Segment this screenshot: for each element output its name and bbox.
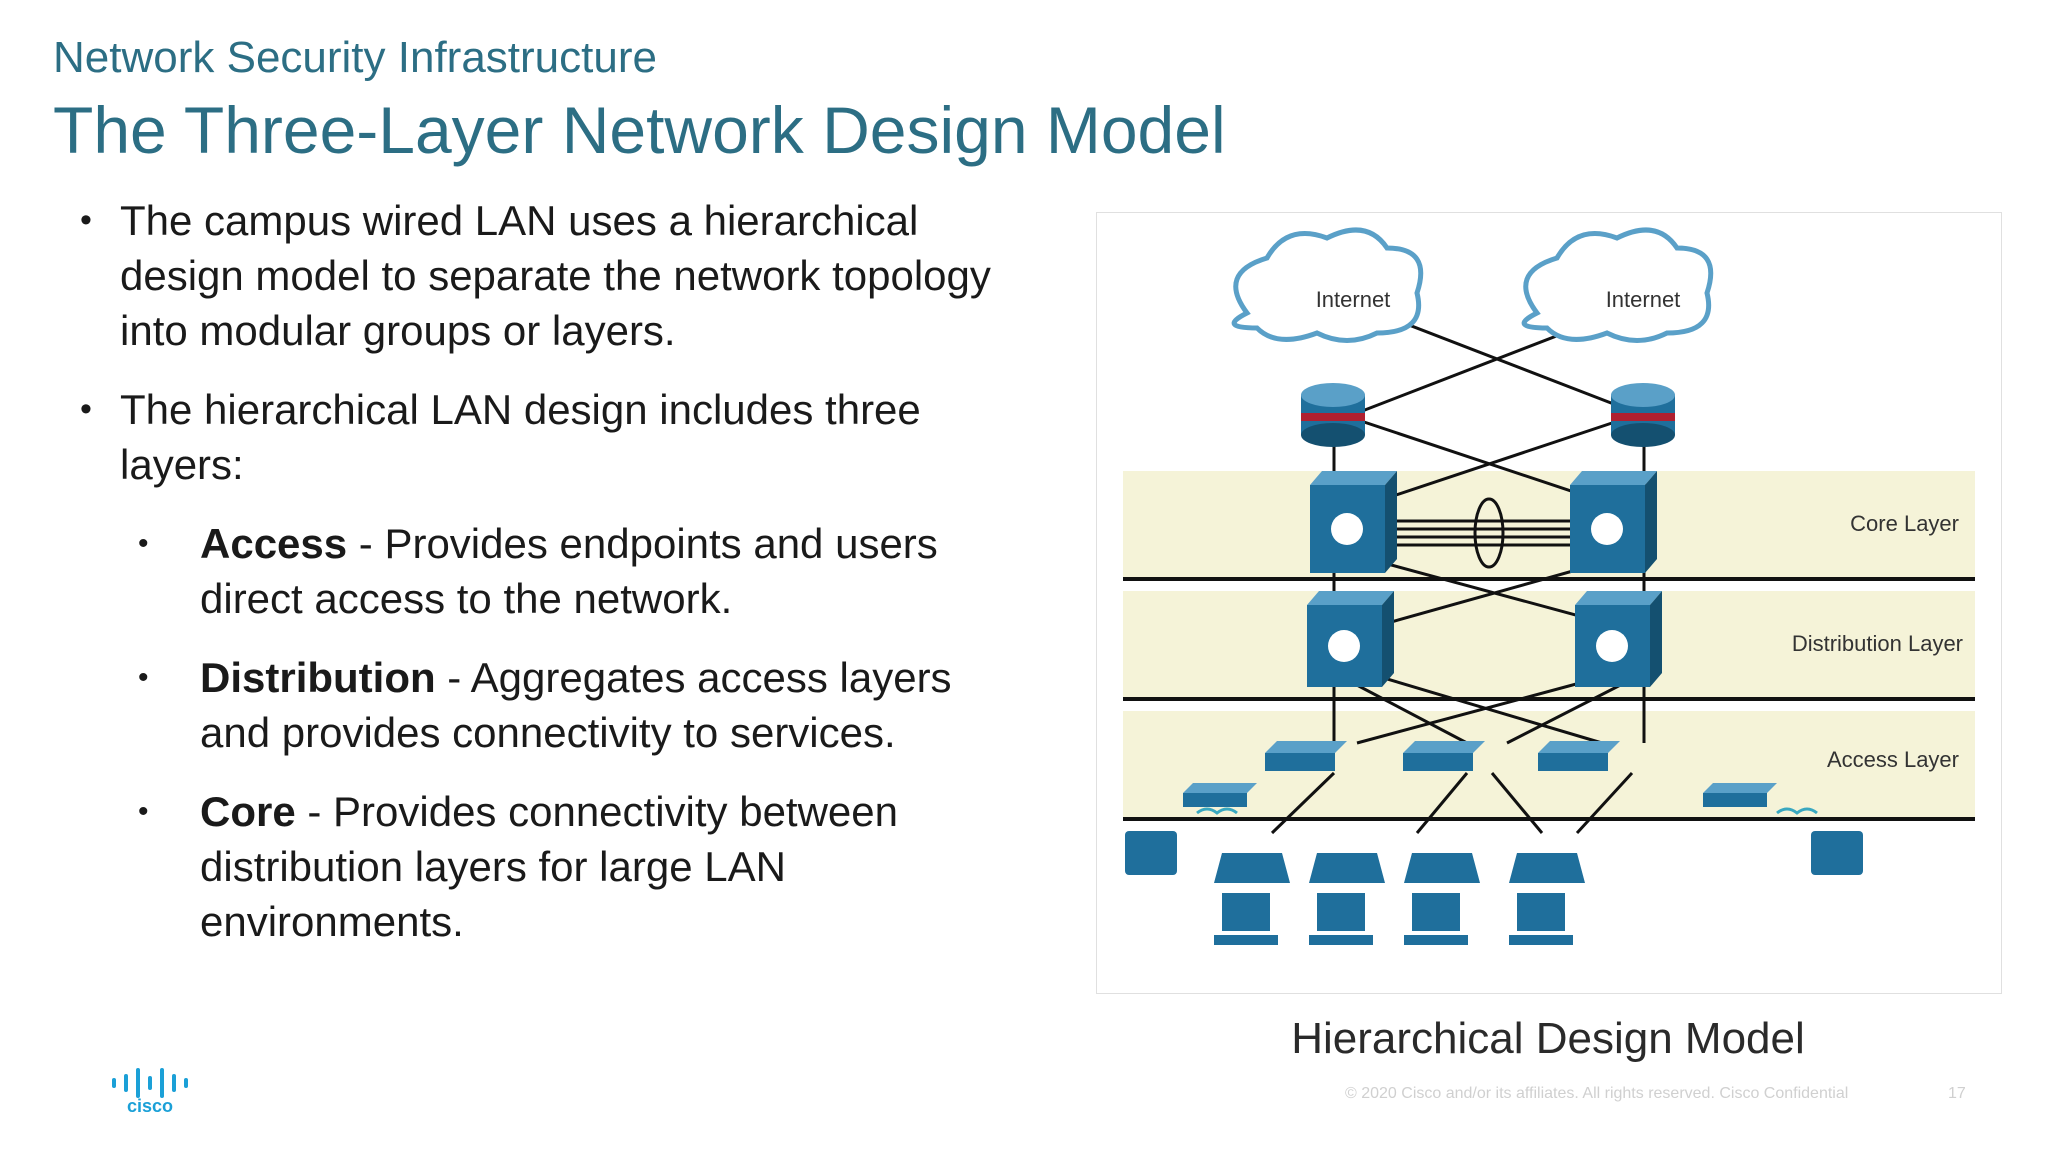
layer-label-distribution: Distribution Layer: [1792, 631, 1963, 656]
cloud-label-left: Internet: [1316, 287, 1391, 312]
sub-bullet-distribution: Distribution - Aggregates access layers …: [138, 650, 1000, 760]
core-switch-icon: [1570, 471, 1657, 573]
ip-phone-icon: [1509, 853, 1585, 883]
pc-base-icon: [1309, 935, 1373, 945]
sub-bullet-access: Access - Provides endpoints and users di…: [138, 516, 1000, 626]
bullet-item: The hierarchical LAN design includes thr…: [80, 382, 1000, 492]
pc-base-icon: [1509, 935, 1573, 945]
pc-monitor-icon: [1412, 893, 1460, 931]
wireless-wave-right: [1776, 807, 1818, 815]
pcs: [1214, 893, 1573, 945]
pc-monitor-icon: [1517, 893, 1565, 931]
copyright-notice: © 2020 Cisco and/or its affiliates. All …: [1345, 1085, 1849, 1102]
cloud-label-right: Internet: [1606, 287, 1681, 312]
page-title: The Three-Layer Network Design Model: [53, 93, 1226, 167]
pc-monitor-icon: [1222, 893, 1270, 931]
pc-base-icon: [1404, 935, 1468, 945]
page-number: 17: [1948, 1085, 1966, 1102]
term-access: Access: [200, 520, 348, 567]
wireless-wave-left: [1196, 807, 1238, 815]
access-switch-icon: [1538, 741, 1620, 771]
access-switch-icon: [1265, 741, 1347, 771]
etherchannel-bundle: [1473, 497, 1505, 569]
core-switch-icon: [1310, 471, 1397, 573]
access-switch-icon: [1403, 741, 1485, 771]
pc-base-icon: [1214, 935, 1278, 945]
bullet-list: The campus wired LAN uses a hierarchical…: [80, 193, 1000, 973]
layer-label-access: Access Layer: [1827, 747, 1959, 772]
network-links: [1270, 301, 1646, 835]
desc-core: - Provides connectivity between distribu…: [200, 788, 898, 945]
distribution-switch-icon: [1307, 591, 1394, 687]
pc-monitor-icon: [1317, 893, 1365, 931]
term-distribution: Distribution: [200, 654, 436, 701]
tablet-icon: [1125, 831, 1177, 875]
router-icon: [1301, 383, 1365, 447]
router-icon: [1611, 383, 1675, 447]
figure-caption: Hierarchical Design Model: [1291, 1014, 1805, 1063]
desc-distribution: - Aggregates access layers and provides …: [200, 654, 952, 756]
cisco-logo: cisco: [112, 1068, 188, 1114]
tablet-icon: [1811, 831, 1863, 875]
ip-phone-icon: [1309, 853, 1385, 883]
diagram-svg: Internet Internet: [1123, 227, 1975, 945]
ip-phone-icon: [1404, 853, 1480, 883]
ip-phone-icon: [1214, 853, 1290, 883]
logo-wordmark: cisco: [127, 1096, 173, 1114]
desc-access: - Provides endpoints and users direct ac…: [200, 520, 938, 622]
hierarchical-diagram: Internet Internet: [1096, 212, 2002, 994]
access-point-icon: [1703, 783, 1777, 807]
cloud-icon: Internet: [1231, 227, 1424, 343]
sub-bullet-core: Core - Provides connectivity between dis…: [138, 784, 1000, 949]
bullet-item: The campus wired LAN uses a hierarchical…: [80, 193, 1000, 358]
core-layer-band: [1123, 471, 1975, 579]
ip-phones: [1214, 853, 1585, 883]
access-point-icon: [1183, 783, 1257, 807]
cloud-icon: Internet: [1521, 227, 1714, 343]
layer-label-core: Core Layer: [1850, 511, 1959, 536]
term-core: Core: [200, 788, 296, 835]
section-subtitle: Network Security Infrastructure: [53, 33, 657, 82]
distribution-switch-icon: [1575, 591, 1662, 687]
